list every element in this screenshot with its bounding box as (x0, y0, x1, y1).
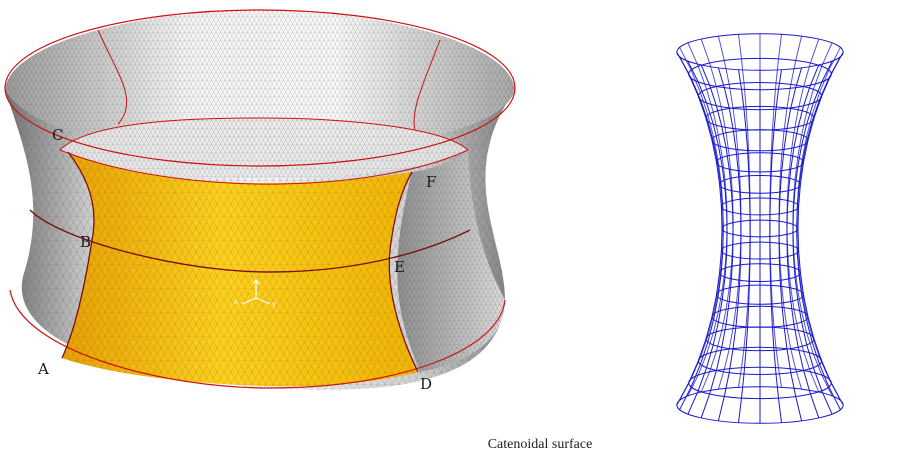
wireframe-meridian (796, 47, 841, 401)
svg-text:x: x (234, 298, 238, 306)
bottom-rim (9, 289, 506, 389)
wireframe-meridian (687, 42, 728, 397)
label-a: A (37, 360, 49, 378)
orange-selected-patch-mesh (62, 152, 418, 387)
wireframe-meridian (700, 38, 734, 393)
wireframe-catenoid (676, 33, 844, 424)
wireframe-meridian (738, 34, 751, 388)
wireframe-meridian (786, 38, 820, 393)
label-f: F (426, 173, 436, 191)
meridian-d-f (388, 171, 419, 373)
wireframe-meridian (797, 51, 844, 406)
meshed-catenoid: x y A B C D E F (4, 9, 516, 393)
wireframe-meridian (769, 34, 782, 388)
label-e: E (394, 258, 405, 276)
svg-text:y: y (272, 300, 276, 308)
inner-ring (59, 117, 469, 151)
upper-curve-c-f (59, 149, 469, 185)
wireframe-meridian (679, 47, 724, 401)
right-gray-patch-mesh (397, 150, 505, 372)
wireframe-meridian (778, 35, 803, 390)
wireframe-meridian (717, 35, 742, 390)
back-meridian-right (413, 39, 441, 131)
meridian-a-c (61, 151, 95, 359)
inner-waist-mesh (60, 118, 468, 178)
wireframe-meridian (792, 42, 833, 397)
coordinate-axes-icon: x y (234, 279, 276, 308)
label-c: C (52, 126, 63, 144)
back-meridian-left (97, 29, 128, 125)
label-d: D (420, 375, 432, 393)
figure-caption: Catenoidal surface (487, 437, 593, 452)
label-b: B (80, 233, 91, 251)
top-rim (4, 9, 516, 167)
waist-curve (29, 209, 471, 273)
inner-back-wall-mesh (5, 10, 515, 152)
wireframe-meridian (676, 51, 723, 406)
